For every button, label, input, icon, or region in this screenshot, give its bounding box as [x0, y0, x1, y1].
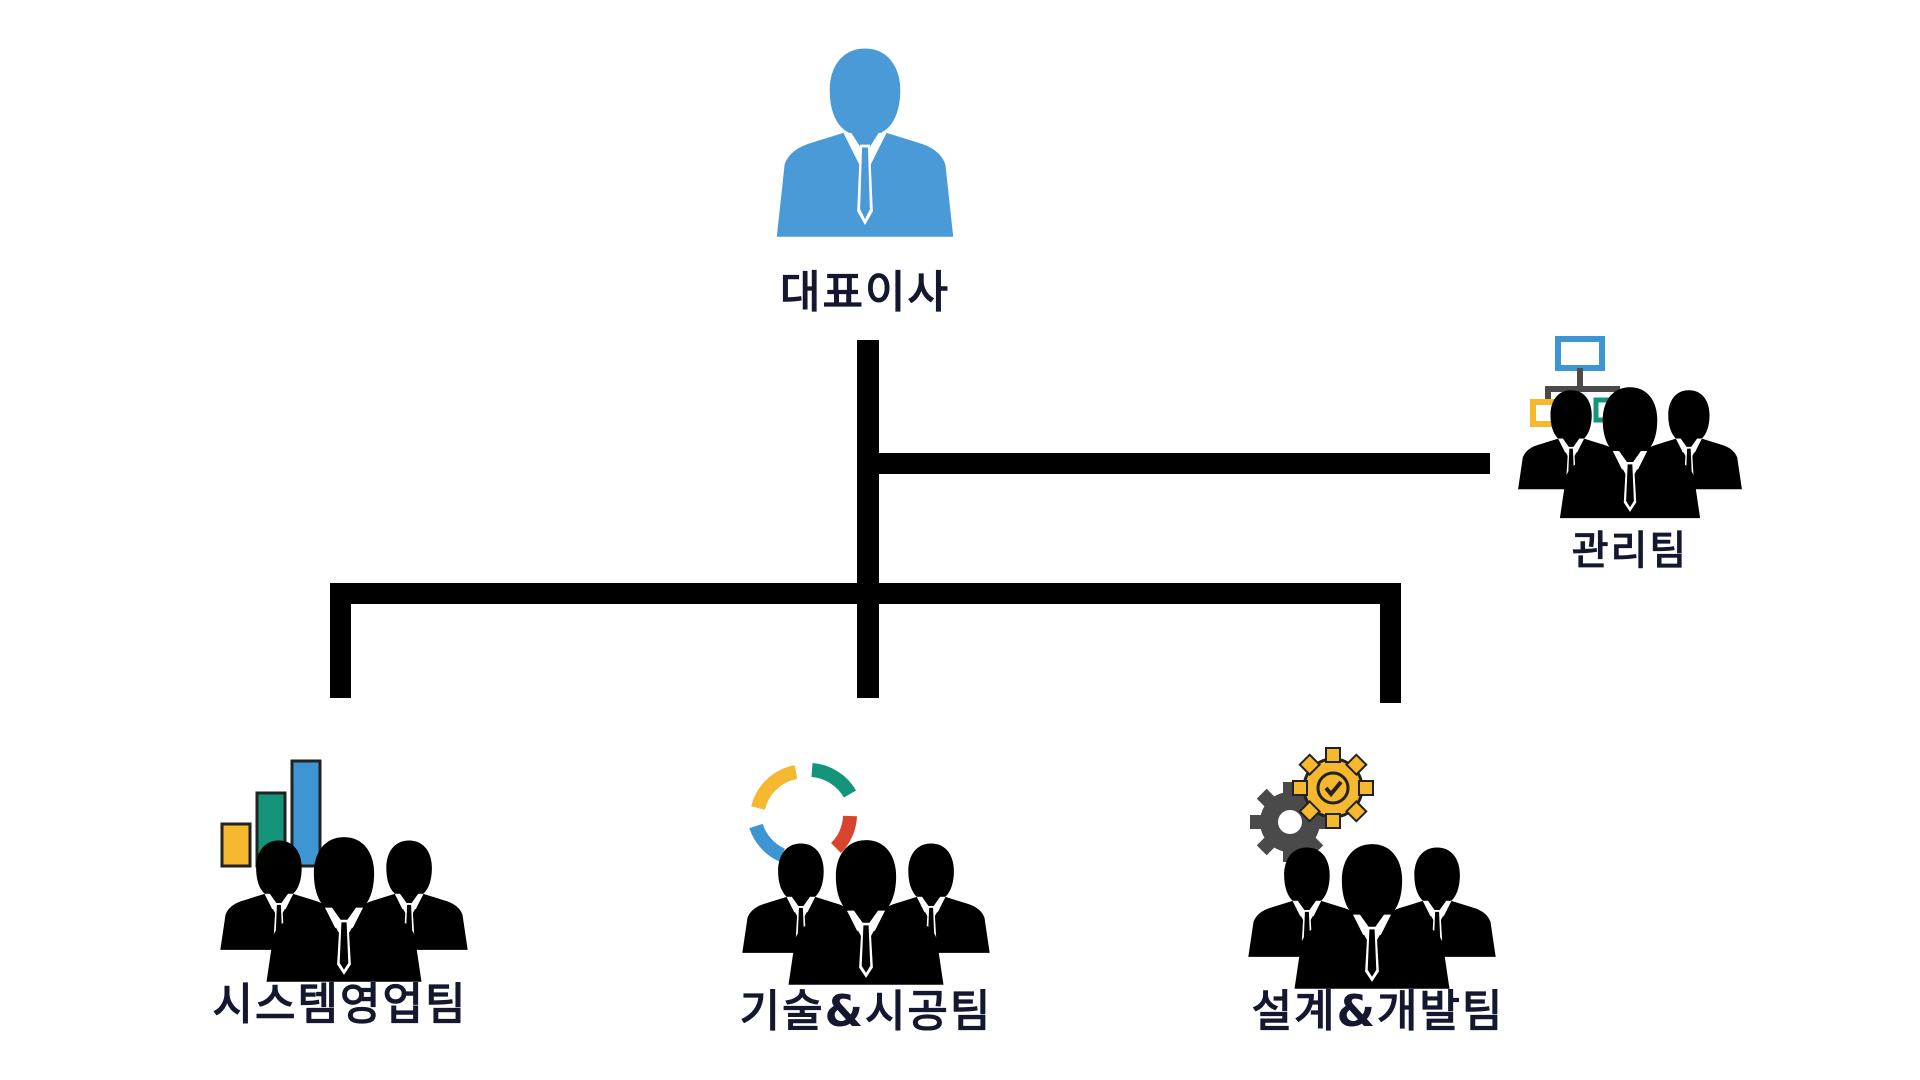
connector-sales-drop	[330, 583, 351, 698]
sales-team-node	[220, 759, 467, 982]
design-team-node	[1248, 747, 1495, 989]
design-team-label: 설계&개발팀	[1251, 986, 1505, 1037]
person-icon	[776, 48, 954, 237]
team-silhouette-icon	[1248, 844, 1495, 989]
ceo-node	[776, 48, 954, 237]
gears-icon	[1250, 747, 1374, 862]
team-silhouette-icon	[1518, 387, 1742, 518]
admin-team-label: 관리팀	[1571, 528, 1689, 574]
connector-admin-branch	[868, 453, 1490, 474]
team-silhouette-icon	[742, 840, 989, 985]
admin-team-node	[1518, 336, 1742, 518]
team-silhouette-icon	[220, 837, 467, 982]
sales-team-label: 시스템영업팀	[212, 979, 468, 1030]
connector-tech-drop	[857, 583, 879, 698]
ceo-label: 대표이사	[780, 267, 950, 318]
tech-team-label: 기술&시공팀	[739, 986, 993, 1037]
cycle-arrows-icon	[749, 763, 857, 862]
connector-lines	[330, 340, 1490, 703]
tech-team-node	[742, 763, 989, 985]
connector-design-drop	[1380, 583, 1401, 703]
